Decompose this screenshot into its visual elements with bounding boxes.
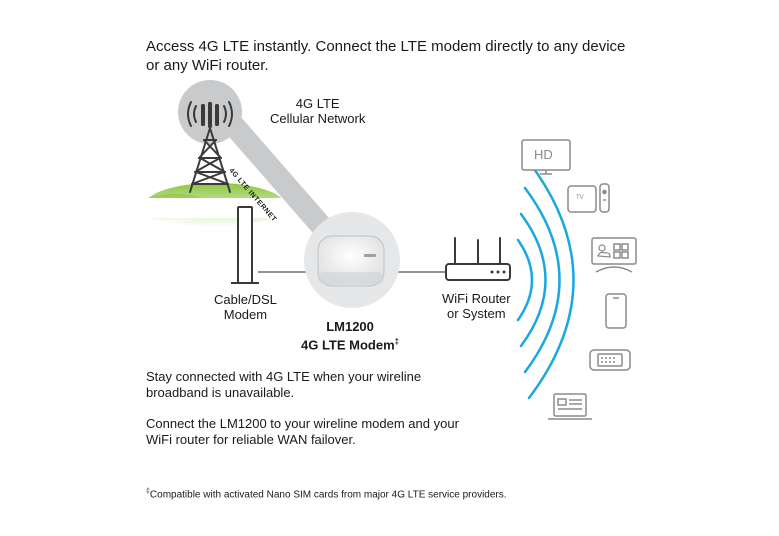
footnote: ‡Compatible with activated Nano SIM card… [146, 486, 507, 501]
wifi-router-icon [445, 237, 511, 281]
lte-link-band [211, 101, 349, 256]
cable-modem-label-line-2: Modem [223, 307, 268, 322]
footnote-text: Compatible with activated Nano SIM cards… [149, 489, 507, 501]
cable-modem-label: Cable/DSL Modem [214, 292, 277, 322]
paragraph-2-line-1: Connect the LM1200 to your wireline mode… [146, 416, 459, 431]
paragraph-2: Connect the LM1200 to your wireline mode… [146, 416, 459, 448]
wifi-router-label-line-1: WiFi Router [442, 291, 511, 306]
lte-modem-label-line-2: 4G LTE Modem [301, 337, 395, 353]
router-lights [490, 270, 506, 274]
headline-line-2: or any WiFi router. [146, 57, 269, 74]
wifi-router-label-line-2: or System [447, 306, 506, 321]
tower-label-line-1: 4G LTE [295, 96, 340, 111]
smart-display-icon [591, 237, 637, 273]
tower-label: 4G LTE Cellular Network [270, 96, 365, 126]
wifi-waves [516, 160, 575, 400]
paragraph-1: Stay connected with 4G LTE when your wir… [146, 369, 421, 401]
paragraph-1-line-2: broadband is unavailable. [146, 385, 295, 400]
smartphone-icon [605, 293, 627, 329]
lte-modem-label: LM1200 4G LTE Modem‡ [301, 319, 399, 352]
streamer-tv-label: TV [576, 195, 584, 201]
console-buttons [601, 357, 615, 363]
cable-modem-label-line-1: Cable/DSL [214, 292, 277, 307]
antenna-icon [201, 102, 219, 128]
footnote-mark: ‡ [146, 488, 150, 495]
paragraph-2-line-2: WiFi router for reliable WAN failover. [146, 432, 356, 447]
lte-modem-device [304, 212, 400, 308]
cell-tower-icon [189, 127, 231, 193]
signal-arcs-icon [187, 101, 233, 127]
wifi-router-label: WiFi Router or System [442, 291, 511, 321]
lte-modem-footnote-mark: ‡ [394, 337, 400, 346]
laptop-icon [548, 393, 592, 420]
hd-tv-icon [521, 139, 571, 175]
headline-line-1: Access 4G LTE instantly. Connect the LTE… [146, 38, 626, 55]
streaming-box-icon [567, 183, 610, 213]
tower-label-line-2: Cellular Network [270, 111, 366, 126]
tv-hd-label: HD [534, 147, 553, 162]
headline: Access 4G LTE instantly. Connect the LTE… [146, 37, 625, 75]
lte-modem-label-line-1: LM1200 [326, 319, 374, 334]
cable-modem-icon [231, 206, 259, 284]
weather-icon [597, 244, 611, 258]
game-console-icon [589, 349, 631, 371]
paragraph-1-line-1: Stay connected with 4G LTE when your wir… [146, 369, 422, 384]
